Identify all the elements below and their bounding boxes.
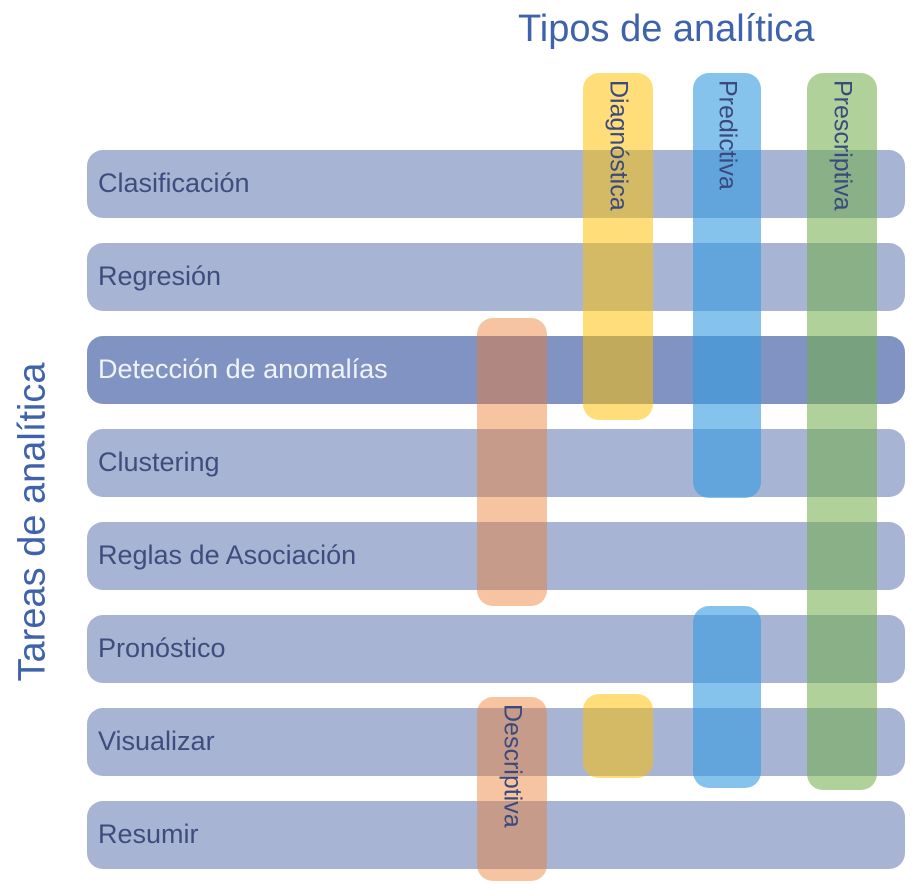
y-axis-label: Tareas de analítica	[11, 362, 54, 682]
task-label: Reglas de Asociación	[98, 540, 357, 570]
task-row: Pronóstico	[87, 615, 905, 683]
task-row: Clustering	[87, 429, 905, 497]
task-row: Regresión	[87, 243, 905, 311]
type-bar-segment	[693, 73, 761, 498]
task-row: Visualizar	[87, 708, 905, 776]
task-label: Clasificación	[98, 168, 250, 198]
task-row: Reglas de Asociación	[87, 522, 905, 590]
task-label: Resumir	[98, 819, 199, 849]
type-label: Prescriptiva	[828, 80, 857, 211]
type-bar-segment	[583, 694, 653, 778]
task-row: Detección de anomalías	[87, 336, 905, 404]
task-label: Visualizar	[98, 726, 215, 756]
type-label: Descriptiva	[498, 704, 527, 828]
type-bar-segment	[583, 73, 653, 420]
task-label: Detección de anomalías	[98, 354, 388, 384]
task-row: Clasificación	[87, 150, 905, 218]
type-bar-segment	[477, 318, 547, 606]
task-label: Clustering	[98, 447, 220, 477]
type-bar-segment	[477, 697, 547, 881]
type-bar-segment	[807, 73, 877, 790]
type-label: Diagnóstica	[604, 80, 633, 211]
task-label: Regresión	[98, 261, 222, 291]
type-bar-segment	[693, 606, 761, 788]
type-label: Predictiva	[713, 80, 742, 190]
task-row: Resumir	[87, 801, 905, 869]
task-label: Pronóstico	[98, 633, 226, 663]
page-title: Tipos de analítica	[518, 8, 815, 50]
